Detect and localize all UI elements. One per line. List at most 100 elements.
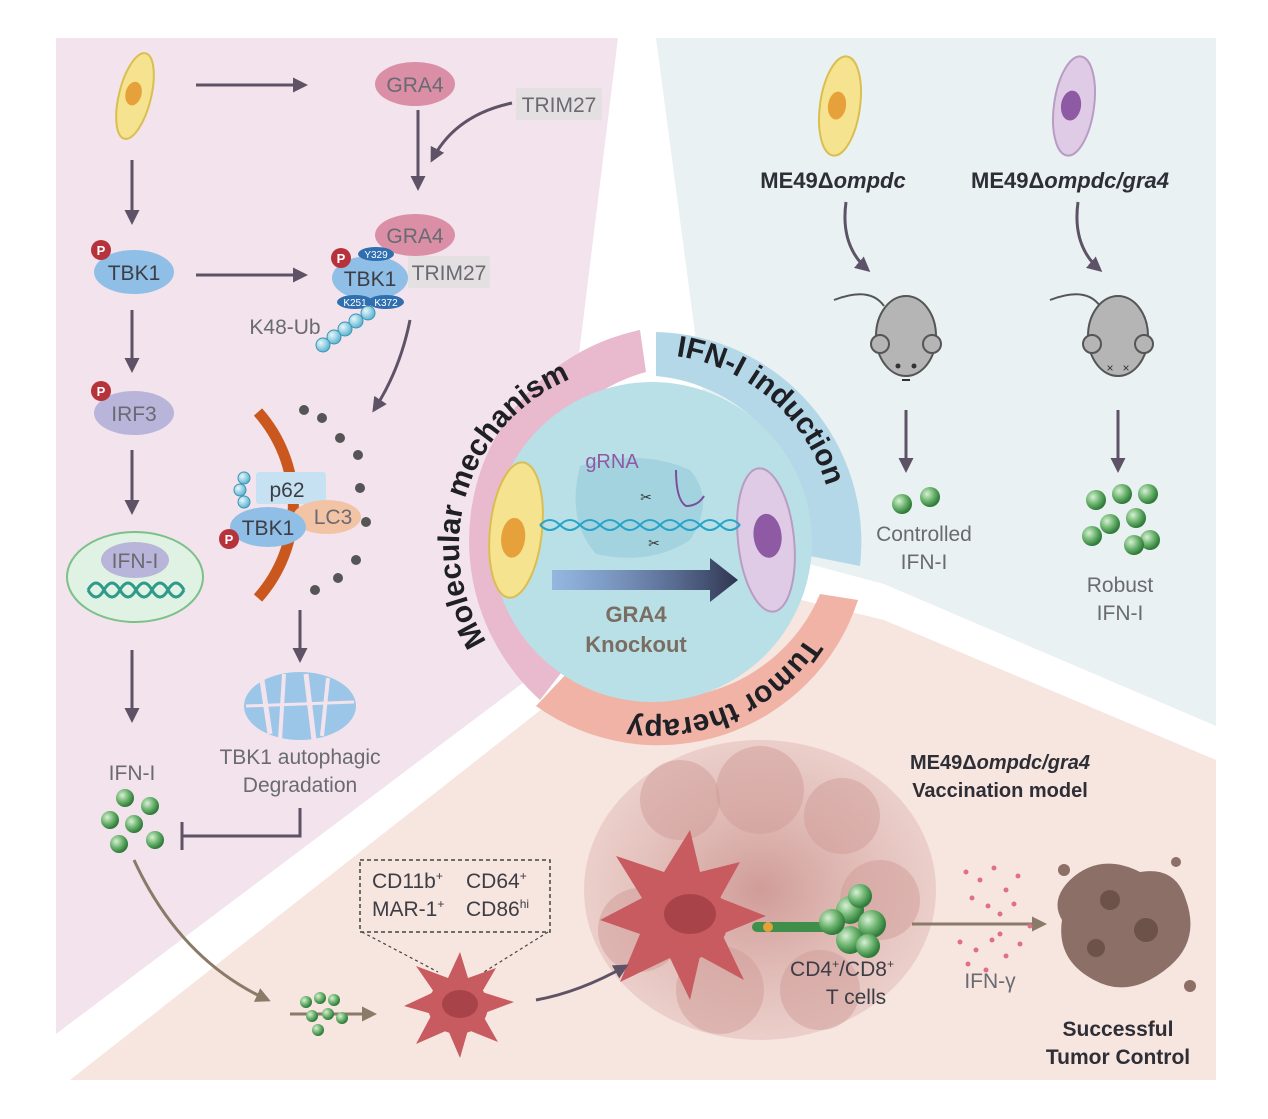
ring-tumor — [536, 594, 858, 746]
tcells-label-1: CD4+/CD8+ — [790, 957, 894, 981]
arrow-dc-tumor — [535, 964, 629, 1002]
phospho-autophagy-label: P — [225, 532, 234, 547]
lc3-label: LC3 — [314, 506, 353, 529]
ubiquitin-chain-autophagy-icon — [233, 471, 251, 509]
gra4-complex-label: GRA4 — [386, 225, 444, 248]
svg-text:✂: ✂ — [640, 489, 652, 505]
phospho-irf3-icon — [91, 381, 111, 401]
phospho-autophagy-icon — [219, 529, 239, 549]
y329-label: Y329 — [364, 250, 388, 261]
controlled-label-1: Controlled — [876, 523, 972, 546]
k372-label: K372 — [374, 298, 398, 309]
tcells-label-2: T cells — [826, 986, 886, 1009]
lc3-node — [293, 500, 361, 534]
success-label-1: Successful — [1063, 1018, 1174, 1041]
tcell-cluster-icon — [752, 884, 886, 958]
marker-cd86: CD86hi — [466, 897, 529, 921]
controlled-tumor-icon — [1057, 857, 1196, 992]
svg-text:×: × — [1106, 361, 1113, 375]
tbk1-complex-node — [332, 256, 408, 300]
mouse-dead-icon: × × — [1049, 293, 1154, 377]
tbk1-label: TBK1 — [108, 262, 161, 285]
marker-mar1: MAR-1+ — [372, 897, 444, 921]
ifn-cluster-left-icon — [101, 789, 164, 853]
y329-tag — [358, 247, 394, 261]
trim27-complex-box — [408, 256, 490, 288]
marker-cd11b: CD11b+ — [372, 869, 443, 893]
tbk1-autophagy-label: TBK1 — [242, 517, 295, 540]
tbk1-autophagy-node — [230, 507, 306, 547]
k251-label: K251 — [343, 298, 367, 309]
knockout-arrow-icon — [552, 558, 738, 602]
parasite-wt-center-icon — [488, 461, 544, 599]
grna-label: gRNA — [585, 451, 639, 473]
phospho-complex-icon — [331, 248, 351, 268]
svg-text:×: × — [1122, 361, 1129, 375]
inhibition-line — [182, 808, 302, 838]
parasite-wt-right-icon — [818, 55, 862, 157]
phospho-tbk1-icon — [91, 240, 111, 260]
knockout-label-1: GRA4 — [605, 602, 667, 627]
ifn-robust-icon — [1082, 484, 1160, 555]
dendritic-cell-small-icon — [404, 952, 514, 1058]
arrow-trim27-gra4 — [430, 101, 513, 163]
p62-label: p62 — [269, 479, 304, 502]
degraded-protein-icon — [244, 672, 356, 741]
phospho-tbk1-label: P — [97, 243, 106, 258]
ifn-gamma-dots-icon — [957, 865, 1033, 973]
trim27-complex-label: TRIM27 — [412, 262, 487, 285]
phospho-irf3-label: P — [97, 384, 106, 399]
svg-text:✂: ✂ — [648, 535, 660, 551]
irf3-label: IRF3 — [111, 403, 157, 426]
dendritic-cell-large-icon — [600, 830, 766, 1000]
parasite-ko-center-icon — [736, 467, 796, 613]
p62-box — [256, 472, 326, 504]
phospho-complex-label: P — [337, 251, 346, 266]
strain-ko-label: ME49Δompdc/gra4 — [971, 168, 1169, 193]
irf3-node — [94, 391, 174, 435]
ifng-label: IFN-γ — [964, 970, 1016, 993]
vaccination-label-2: Vaccination model — [912, 780, 1088, 802]
gra4-node — [375, 62, 455, 106]
knockout-label-2: Knockout — [585, 632, 687, 657]
degradation-label-2: Degradation — [243, 774, 357, 797]
marker-pointer-left — [361, 931, 439, 973]
gra4-complex-node — [375, 214, 455, 256]
k251-tag — [337, 295, 373, 309]
arrow-complex-autophagy — [372, 319, 412, 413]
robust-label-2: IFN-I — [1097, 602, 1144, 625]
trim27-box — [516, 88, 602, 120]
tumor-mass-icon — [584, 740, 936, 1040]
parasite-ko-right-icon — [1052, 55, 1096, 157]
crispr-dna-icon: ✂ ✂ — [539, 457, 741, 558]
marker-box — [359, 859, 551, 933]
robust-label-1: Robust — [1087, 574, 1154, 597]
arrow-ko-mouse — [1075, 201, 1103, 272]
k48ub-label: K48-Ub — [249, 316, 320, 339]
arrow-wt-mouse — [843, 201, 871, 272]
k372-tag — [368, 295, 404, 309]
gra4-label: GRA4 — [386, 74, 444, 97]
mouse-healthy-icon — [833, 293, 942, 381]
arrow-ifn-dc-curve — [132, 859, 271, 1002]
trim27-label: TRIM27 — [522, 94, 597, 117]
nucleus-dna-icon — [66, 531, 204, 623]
ring-ifn — [656, 332, 862, 566]
strain-wt-label: ME49Δompdc — [760, 168, 905, 193]
controlled-label-2: IFN-I — [901, 551, 948, 574]
vaccination-label-1: ME49Δompdc/gra4 — [910, 752, 1090, 774]
marker-pointer-right — [483, 931, 549, 973]
marker-cd64: CD64+ — [466, 869, 527, 893]
autophagosome-membrane-icon — [253, 405, 371, 602]
tbk1-node — [94, 250, 174, 294]
tbk1-complex-label: TBK1 — [344, 268, 397, 291]
success-label-2: Tumor Control — [1046, 1046, 1190, 1069]
ifn-i-gene-label: IFN-I — [112, 550, 159, 573]
ifn-controlled-icon — [892, 487, 940, 514]
ifn-i-secreted-label: IFN-I — [109, 762, 156, 785]
degradation-label-1: TBK1 autophagic — [219, 746, 380, 769]
ubiquitin-chain-icon — [315, 305, 376, 353]
ifn-cluster-small-icon — [300, 992, 348, 1036]
